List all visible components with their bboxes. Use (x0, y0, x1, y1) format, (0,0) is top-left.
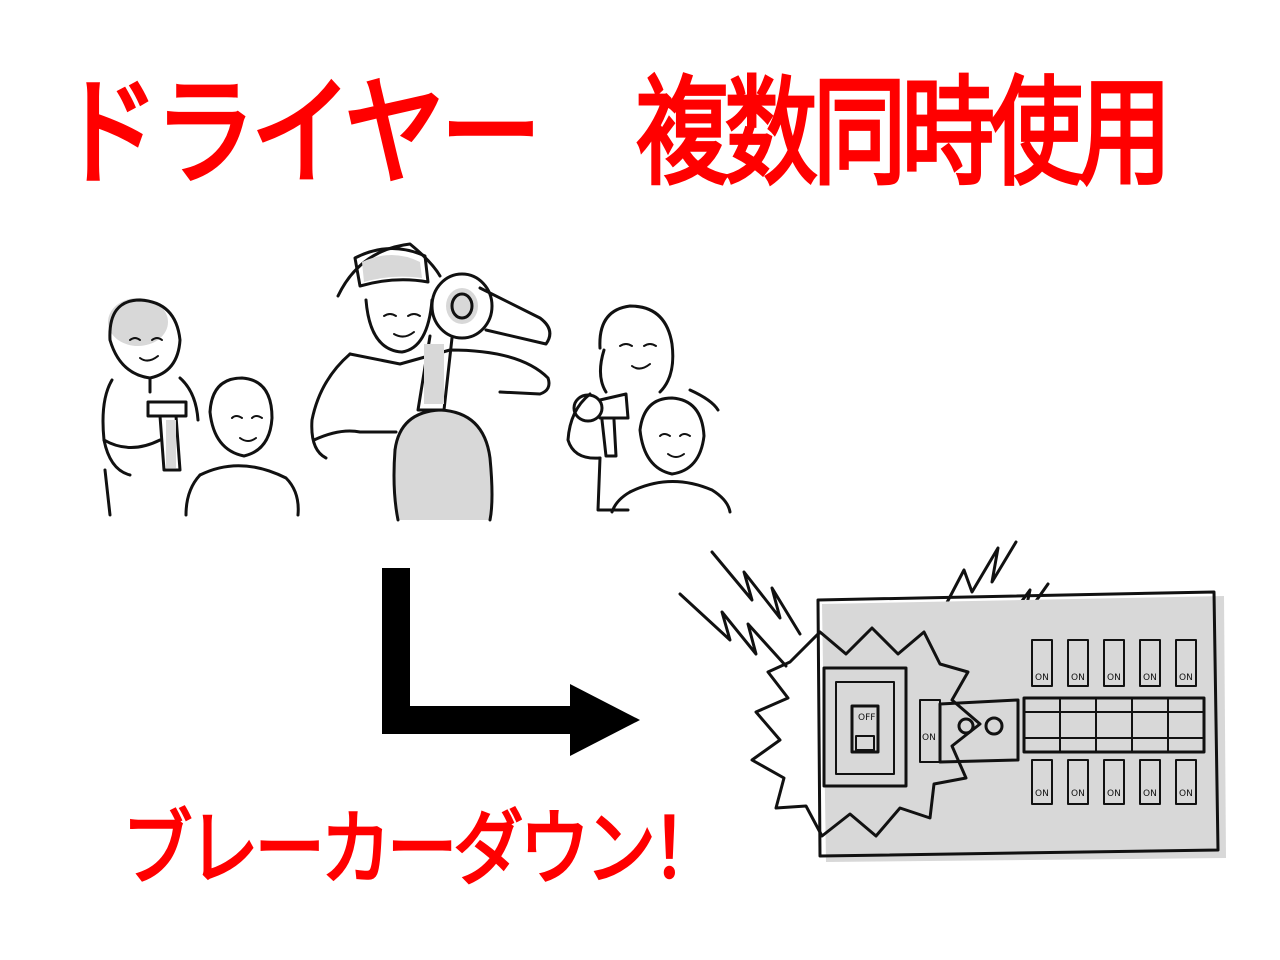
main-switch-label: OFF (858, 713, 875, 723)
customer-center (392, 408, 494, 522)
breaker-panel-icon: OFF ON ON ON ON (750, 590, 1226, 862)
bus-bar (1022, 696, 1206, 754)
hair-dryer-icon (146, 400, 188, 472)
stylist-center (310, 242, 551, 460)
svg-text:ON: ON (1107, 789, 1121, 799)
hair-dryer-icon (416, 272, 552, 412)
svg-text:ON: ON (1143, 673, 1157, 683)
arrow-icon (382, 568, 640, 756)
side-label: ON (922, 733, 936, 743)
svg-text:ON: ON (1107, 673, 1121, 683)
customer-right (610, 396, 732, 514)
title-simultaneous-use: 複数同時使用 (636, 64, 1172, 202)
main-breaker-switch: OFF (822, 666, 908, 788)
svg-text:ON: ON (1143, 789, 1157, 799)
lightning-icon (678, 550, 802, 668)
customer-left (184, 376, 300, 517)
branch-breakers-bottom: ON ON ON ON ON (1031, 759, 1197, 805)
title-dryer: ドライヤー (58, 64, 542, 202)
svg-text:ON: ON (1179, 673, 1193, 683)
svg-text:ON: ON (1071, 673, 1085, 683)
branch-breakers-top: ON ON ON ON ON (1031, 639, 1197, 687)
leakage-indicator: ON (919, 698, 1020, 764)
svg-text:ON: ON (1035, 673, 1049, 683)
stylist-left (101, 298, 200, 517)
hair-dryer-icon (572, 392, 630, 458)
caption-breaker-down: ブレーカーダウン！ (122, 802, 722, 897)
svg-text:ON: ON (1179, 789, 1193, 799)
stylist-right (566, 304, 720, 512)
svg-text:ON: ON (1071, 789, 1085, 799)
svg-text:ON: ON (1035, 789, 1049, 799)
salon-scene (101, 242, 732, 522)
